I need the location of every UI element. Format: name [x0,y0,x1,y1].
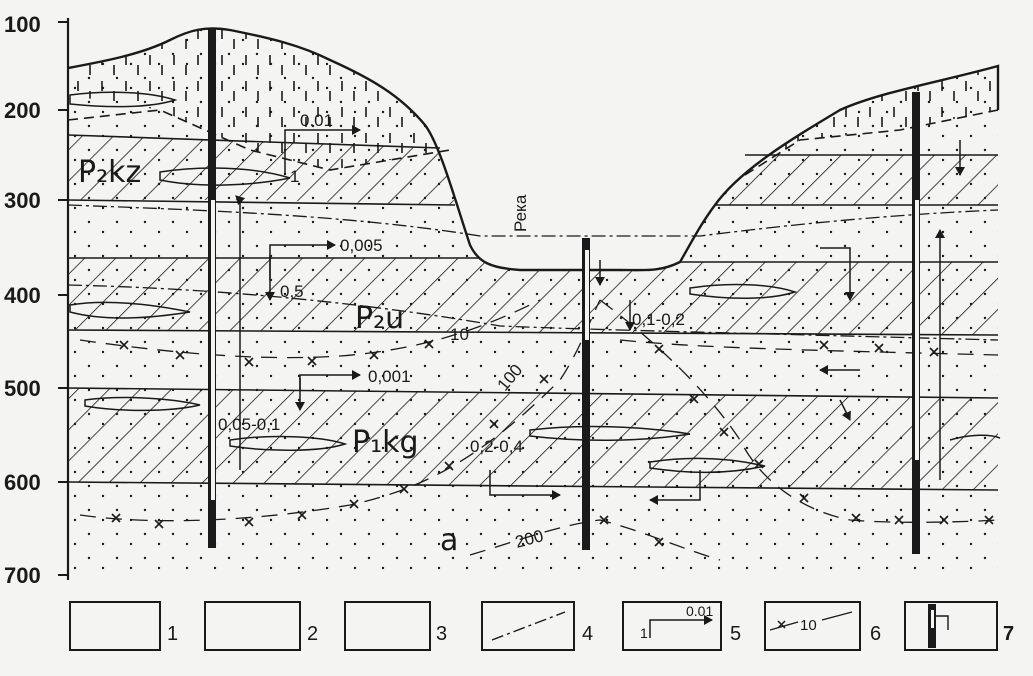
flux-label: 0,005 [340,236,383,255]
isoline-label: 10 [450,325,469,344]
label-p1kg: P₁kg [352,425,419,460]
legend-item-4: 4 [481,601,593,651]
label-p2u: P₂u [355,301,404,336]
legend-sample: 0.01 [686,603,713,619]
flow-arrows [235,125,965,505]
tick-label: 400 [4,283,41,308]
label-a: a [440,523,458,558]
legend-number: 5 [730,623,741,645]
tick-label: 100 [4,12,41,37]
depth-axis: 100 200 300 400 500 600 700 [4,12,70,588]
legend-sample: 10 [800,617,817,634]
well-1 [208,28,216,548]
legend-number: 3 [436,623,447,645]
flux-label: 1 [290,167,299,186]
legend-number: 4 [582,623,593,645]
flux-label: 0.01 [300,111,333,130]
legend-number: 2 [307,623,318,645]
layer-boundaries [67,109,999,491]
legend: 1 2 3 4 0.01 1 5 10 6 [69,601,1014,651]
flux-label: 0,5 [280,282,304,301]
wells [208,28,920,554]
flux-label: 0,2-0,4 [470,437,523,456]
legend-number: 7 [1003,623,1014,645]
clay-lenses [69,91,1001,474]
legend-item-6: 10 6 [764,601,881,651]
ground-surface [67,27,1000,272]
legend-item-7: 7 [904,601,1014,651]
tick-label: 200 [4,98,41,123]
tick-label: 700 [4,563,41,588]
tick-label: 600 [4,470,41,495]
water-table [67,204,999,341]
legend-sample: 1 [640,625,648,641]
label-river: Река [511,194,530,232]
label-p2kz: P₂kz [78,155,141,190]
legend-item-1: 1 [69,601,178,651]
well-3 [912,92,920,554]
tick-label: 500 [4,376,41,401]
flux-label: 0,05-0,1 [218,415,280,434]
legend-item-5: 0.01 1 5 [622,601,741,651]
tick-label: 300 [4,188,41,213]
layer-p2kz-hatch [68,135,455,205]
layer-p1kg-hatch [68,388,998,490]
legend-number: 1 [167,623,178,645]
isoline-crosses [111,339,994,547]
flux-label: 0,001 [368,367,411,386]
legend-number: 6 [870,623,881,645]
well-2 [582,238,590,550]
legend-item-2: 2 [204,601,318,651]
legend-item-3: 3 [344,601,447,651]
flux-label: 0,1-0,2 [632,310,685,329]
layer-p2u-hatch [68,258,998,335]
